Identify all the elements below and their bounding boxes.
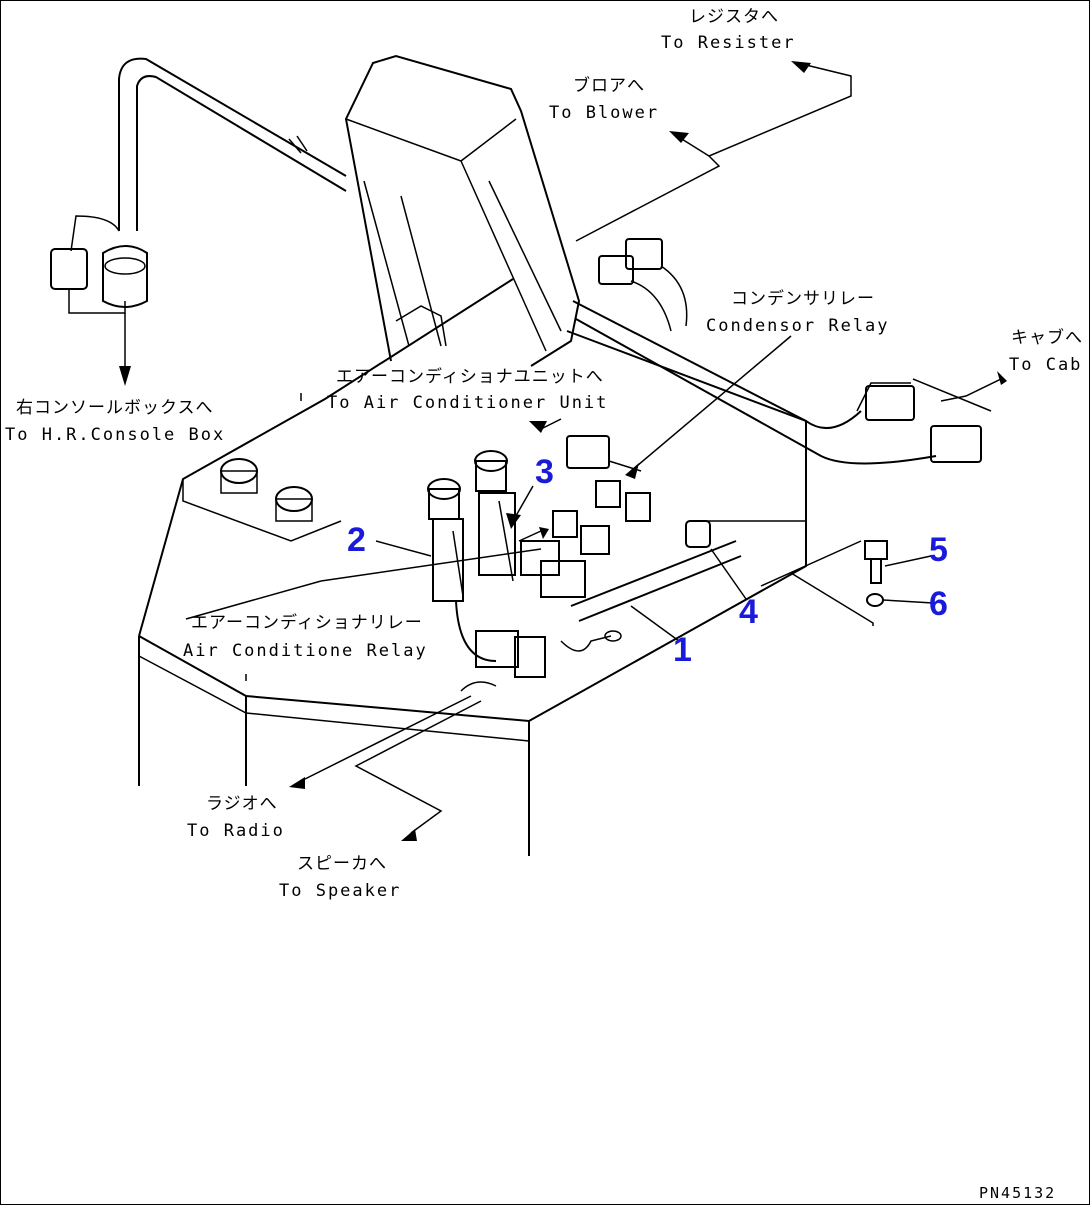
relays	[455, 435, 651, 692]
harness-console	[50, 57, 347, 386]
cup-holders	[220, 458, 313, 522]
callout-5: 5	[929, 531, 948, 569]
harness-cab	[572, 300, 1007, 465]
label-radio-jp: ラジオへ	[206, 794, 278, 814]
leader-lines	[185, 335, 934, 841]
main-harness	[570, 520, 806, 622]
label-speaker-jp: スピーカへ	[297, 854, 387, 874]
label-aircon-relay-jp: エアーコンディショナリレー	[191, 613, 423, 633]
blower-connectors	[575, 61, 852, 332]
label-blower-en: To Blower	[549, 103, 660, 123]
label-condensor-jp: コンデンサリレー	[731, 289, 875, 309]
label-aircon-unit-jp: エアーコンディショナユニットへ	[336, 367, 604, 387]
callout-6: 6	[929, 585, 948, 623]
callout-3: 3	[535, 453, 554, 491]
label-radio-en: To Radio	[187, 821, 285, 841]
label-resister-jp: レジスタへ	[689, 7, 779, 27]
label-console-en: To H.R.Console Box	[5, 425, 226, 445]
label-resister-en: To Resister	[661, 33, 796, 53]
label-aircon-relay-en: Air Conditione Relay	[183, 641, 428, 661]
drawing-code: PN45132	[979, 1184, 1057, 1202]
label-aircon-unit-en: To Air Conditioner Unit	[327, 393, 609, 413]
label-console-jp: 右コンソールボックスへ	[16, 398, 214, 418]
label-condensor-en: Condensor Relay	[706, 316, 890, 336]
label-speaker-en: To Speaker	[279, 881, 402, 901]
aircon-relay-assemblies	[427, 450, 516, 602]
callout-1: 1	[673, 631, 692, 669]
callout-4: 4	[739, 593, 758, 631]
label-blower-jp: ブロアへ	[573, 76, 645, 96]
seat-back	[344, 54, 581, 367]
label-cab-en: To Cab	[1009, 355, 1083, 375]
console-box	[138, 278, 807, 856]
callout-2: 2	[347, 521, 366, 559]
label-cab-jp: キャブへ	[1011, 328, 1083, 348]
bolt-and-washer	[760, 540, 888, 626]
